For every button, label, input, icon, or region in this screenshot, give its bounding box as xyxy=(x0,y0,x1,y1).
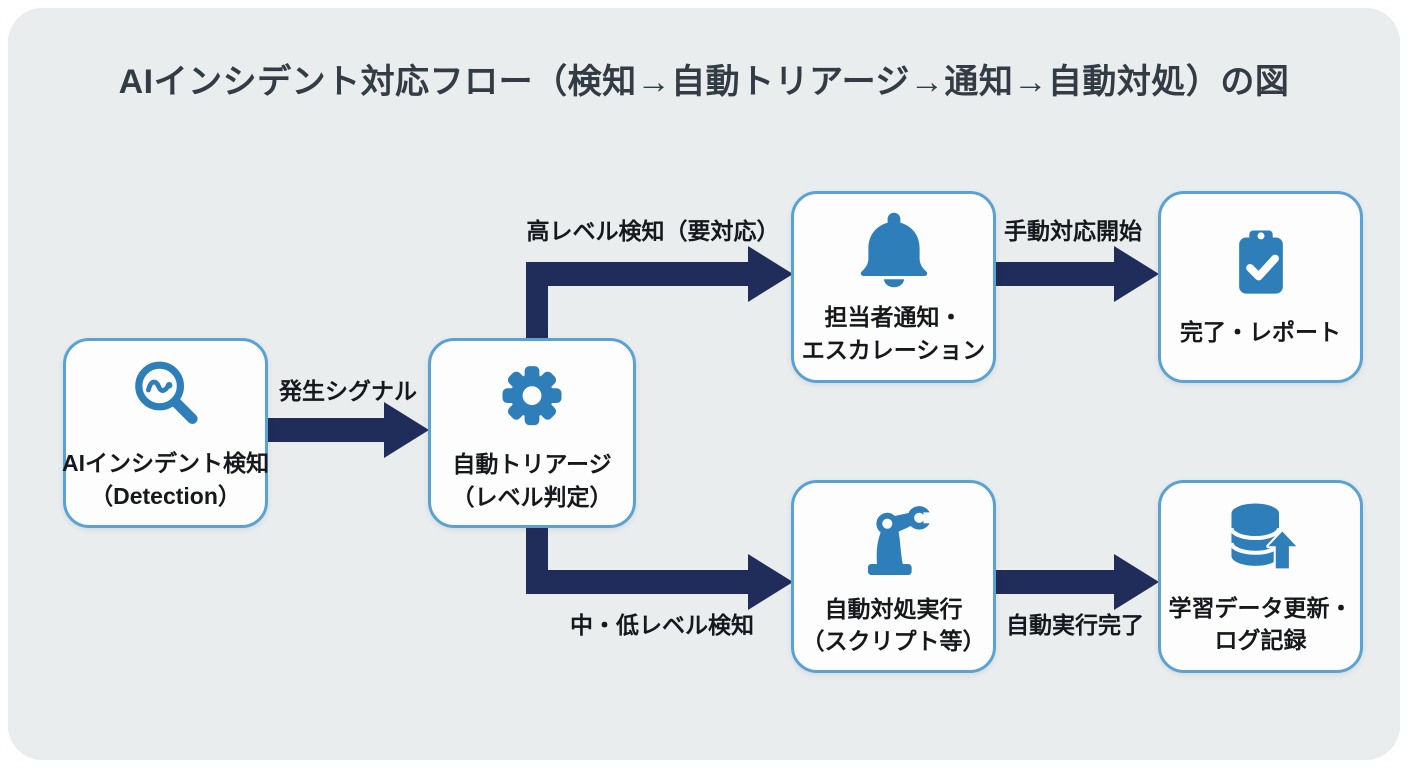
node-label: 担当者通知・ エスカレーション xyxy=(802,301,986,365)
arrow-shaft-auto-to-learning xyxy=(996,570,1116,594)
arrow-shaft-notify-to-report xyxy=(996,262,1116,286)
node-auto-action: 自動対処実行 （スクリプト等） xyxy=(791,480,996,673)
arrow-head-notify-to-report xyxy=(1114,246,1159,302)
node-label-line: 自動トリアージ xyxy=(452,451,612,478)
node-label: 自動対処実行 （スクリプト等） xyxy=(802,593,986,657)
edge-label-mid-low-level: 中・低レベル検知 xyxy=(570,612,754,638)
node-label-line: （スクリプト等） xyxy=(801,628,986,654)
node-label: 完了・レポート xyxy=(1180,316,1341,348)
edge-label-auto-complete: 自動実行完了 xyxy=(1006,612,1144,638)
clipboard-check-icon xyxy=(1222,225,1300,303)
magnifier-wave-icon xyxy=(126,354,206,434)
gear-icon xyxy=(491,353,573,435)
node-label-line: AIインシデント検知 xyxy=(62,450,269,477)
node-auto-triage: 自動トリアージ （レベル判定） xyxy=(428,338,636,528)
node-label: 自動トリアージ （レベル判定） xyxy=(452,448,613,512)
robot-arm-icon xyxy=(852,496,936,580)
arrow-head-triage-to-auto xyxy=(748,554,793,610)
edge-label-high-level: 高レベル検知（要対応） xyxy=(526,218,780,244)
node-complete-report: 完了・レポート xyxy=(1158,191,1363,383)
database-upload-icon xyxy=(1220,497,1302,579)
node-label-line: （レベル判定） xyxy=(451,483,613,510)
node-label-line: ログ記録 xyxy=(1214,627,1307,653)
edge-label-manual-start: 手動対応開始 xyxy=(1004,218,1142,244)
node-ai-incident-detection: AIインシデント検知 （Detection） xyxy=(62,338,269,528)
node-label-line: （Detection） xyxy=(90,482,241,509)
node-label: AIインシデント検知 （Detection） xyxy=(62,447,269,511)
node-label-line: 自動対処実行 xyxy=(824,595,963,622)
arrow-head-auto-to-learning xyxy=(1114,554,1159,610)
arrow-shaft-detection-to-triage xyxy=(268,418,386,442)
node-learning-log: 学習データ更新・ ログ記録 xyxy=(1158,480,1363,673)
diagram-panel: AIインシデント対応フロー（検知→自動トリアージ→通知→自動対処）の図 発生シグ… xyxy=(8,8,1400,760)
arrow-shaft-triage-to-notify xyxy=(526,262,750,286)
node-label-line: 学習データ更新・ xyxy=(1168,594,1353,621)
edge-label-signal: 発生シグナル xyxy=(279,378,417,404)
arrow-shaft-triage-to-auto xyxy=(526,570,750,594)
node-label-line: 担当者通知・ xyxy=(824,304,963,331)
arrow-head-triage-to-notify xyxy=(748,246,793,302)
bell-icon xyxy=(854,208,934,288)
node-label-line: 完了・レポート xyxy=(1180,319,1341,346)
node-label-line: エスカレーション xyxy=(801,336,986,363)
arrow-head-detection-to-triage xyxy=(384,402,429,458)
diagram-title: AIインシデント対応フロー（検知→自動トリアージ→通知→自動対処）の図 xyxy=(118,63,1290,101)
node-label: 学習データ更新・ ログ記録 xyxy=(1169,592,1353,656)
node-notify-escalation: 担当者通知・ エスカレーション xyxy=(791,191,996,383)
